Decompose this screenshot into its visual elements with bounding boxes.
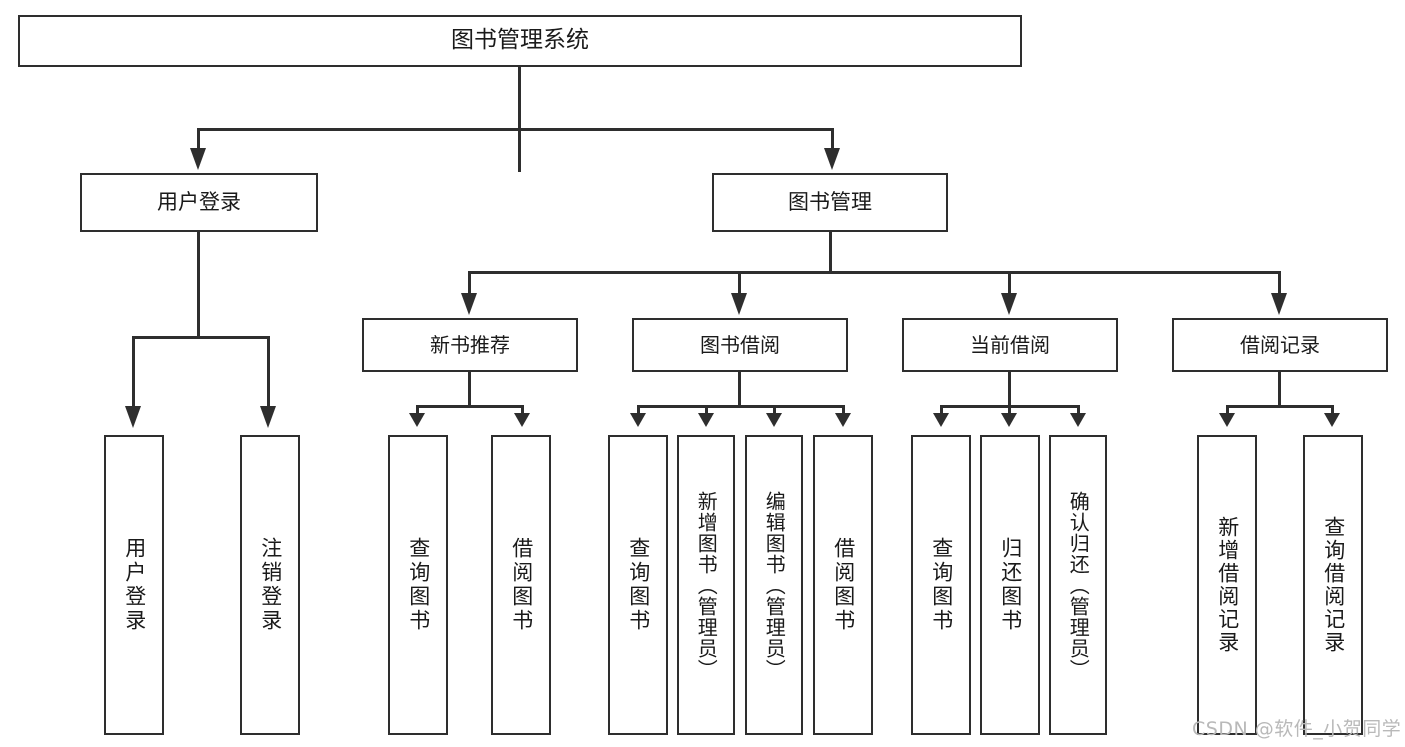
leaf-current-borrow-1[interactable]: 归还图书: [980, 435, 1040, 735]
leaf-borrow-record-1[interactable]: 查询借阅记录: [1303, 435, 1363, 735]
connector-book-management-stem: [829, 232, 832, 274]
arrow-current-borrow-leaf-2: [1070, 413, 1086, 427]
connector-current-borrow-leaf-2: [1077, 405, 1080, 415]
arrow-book-borrow-leaf-3: [835, 413, 851, 427]
connector-new-book-leaf-1: [521, 405, 524, 415]
leaf-book-borrow-2[interactable]: 编辑图书（管理员）: [745, 435, 803, 735]
leaf-new-book-0-label: 查询图书: [406, 537, 431, 633]
node-user-login[interactable]: 用户登录: [80, 173, 318, 232]
connector-borrow-record-bus: [1226, 405, 1334, 408]
arrow-book-borrow-leaf-2: [766, 413, 782, 427]
connector-root-to-level1-1: [831, 128, 834, 150]
node-book-borrow[interactable]: 图书借阅: [632, 318, 848, 372]
node-book-management-label: 图书管理: [788, 189, 872, 214]
leaf-new-book-0[interactable]: 查询图书: [388, 435, 448, 735]
node-current-borrow-label: 当前借阅: [970, 332, 1050, 357]
arrow-root-to-level1-0: [190, 148, 206, 170]
connector-book-management-bus: [468, 271, 1280, 274]
leaf-book-borrow-3-label: 借阅图书: [831, 537, 856, 633]
arrow-book-management-child-1: [731, 293, 747, 315]
leaf-new-book-1-label: 借阅图书: [509, 537, 534, 633]
leaf-current-borrow-1-label: 归还图书: [998, 537, 1023, 633]
node-book-borrow-label: 图书借阅: [700, 332, 780, 357]
connector-user-login-leaf-1: [267, 336, 270, 408]
node-book-management[interactable]: 图书管理: [712, 173, 948, 232]
leaf-borrow-record-0[interactable]: 新增借阅记录: [1197, 435, 1257, 735]
node-user-login-label: 用户登录: [157, 189, 241, 214]
leaf-current-borrow-0-label: 查询图书: [929, 537, 954, 633]
arrow-new-book-leaf-0: [409, 413, 425, 427]
connector-current-borrow-leaf-0: [940, 405, 943, 415]
connector-current-borrow-stem: [1008, 372, 1011, 408]
watermark-text: CSDN @软件_小贺同学: [1192, 718, 1402, 740]
node-borrow-record-label: 借阅记录: [1240, 332, 1320, 357]
leaf-book-borrow-0[interactable]: 查询图书: [608, 435, 668, 735]
leaf-book-borrow-1[interactable]: 新增图书（管理员）: [677, 435, 735, 735]
leaf-book-borrow-2-label: 编辑图书（管理员）: [762, 490, 787, 680]
leaf-book-borrow-3[interactable]: 借阅图书: [813, 435, 873, 735]
node-current-borrow[interactable]: 当前借阅: [902, 318, 1118, 372]
arrow-user-login-leaf-0: [125, 406, 141, 428]
node-new-book-recommend-label: 新书推荐: [430, 332, 510, 357]
leaf-book-borrow-1-label: 新增图书（管理员）: [694, 490, 719, 680]
connector-root-to-level1-0: [197, 128, 200, 150]
arrow-book-management-child-3: [1271, 293, 1287, 315]
connector-book-borrow-leaf-0: [637, 405, 640, 415]
leaf-current-borrow-2[interactable]: 确认归还（管理员）: [1049, 435, 1107, 735]
arrow-user-login-leaf-1: [260, 406, 276, 428]
leaf-borrow-record-1-label: 查询借阅记录: [1321, 516, 1346, 654]
connector-user-login-stem: [197, 232, 200, 338]
connector-borrow-record-leaf-0: [1226, 405, 1229, 415]
node-root-label: 图书管理系统: [451, 27, 589, 54]
arrow-current-borrow-leaf-0: [933, 413, 949, 427]
connector-book-borrow-leaf-1: [705, 405, 708, 415]
connector-book-management-child-3: [1278, 271, 1281, 295]
leaf-book-borrow-0-label: 查询图书: [626, 537, 651, 633]
connector-user-login-leaf-0: [132, 336, 135, 408]
arrow-book-management-child-2: [1001, 293, 1017, 315]
arrow-book-borrow-leaf-1: [698, 413, 714, 427]
leaf-borrow-record-0-label: 新增借阅记录: [1215, 516, 1240, 654]
connector-book-borrow-stem: [738, 372, 741, 408]
leaf-user-login-0[interactable]: 用户登录: [104, 435, 164, 735]
connector-book-borrow-bus: [637, 405, 845, 408]
connector-book-borrow-leaf-3: [842, 405, 845, 415]
leaf-user-login-1[interactable]: 注销登录: [240, 435, 300, 735]
leaf-current-borrow-0[interactable]: 查询图书: [911, 435, 971, 735]
leaf-new-book-1[interactable]: 借阅图书: [491, 435, 551, 735]
connector-root-bus: [197, 128, 834, 131]
connector-book-management-child-1: [738, 271, 741, 295]
arrow-book-borrow-leaf-0: [630, 413, 646, 427]
connector-book-management-child-2: [1008, 271, 1011, 295]
arrow-borrow-record-leaf-0: [1219, 413, 1235, 427]
connector-current-borrow-leaf-1: [1008, 405, 1011, 415]
arrow-new-book-leaf-1: [514, 413, 530, 427]
connector-root-stem: [518, 67, 521, 172]
node-borrow-record[interactable]: 借阅记录: [1172, 318, 1388, 372]
arrow-root-to-level1-1: [824, 148, 840, 170]
connector-book-borrow-leaf-2: [773, 405, 776, 415]
connector-borrow-record-stem: [1278, 372, 1281, 408]
connector-user-login-bus: [132, 336, 270, 339]
arrow-book-management-child-0: [461, 293, 477, 315]
arrow-current-borrow-leaf-1: [1001, 413, 1017, 427]
connector-new-book-stem: [468, 372, 471, 408]
node-root[interactable]: 图书管理系统: [18, 15, 1022, 67]
node-new-book-recommend[interactable]: 新书推荐: [362, 318, 578, 372]
leaf-user-login-1-label: 注销登录: [258, 537, 283, 633]
leaf-current-borrow-2-label: 确认归还（管理员）: [1066, 490, 1091, 680]
connector-book-management-child-0: [468, 271, 471, 295]
arrow-borrow-record-leaf-1: [1324, 413, 1340, 427]
connector-new-book-bus: [416, 405, 524, 408]
connector-borrow-record-leaf-1: [1331, 405, 1334, 415]
connector-new-book-leaf-0: [416, 405, 419, 415]
leaf-user-login-0-label: 用户登录: [122, 537, 147, 633]
